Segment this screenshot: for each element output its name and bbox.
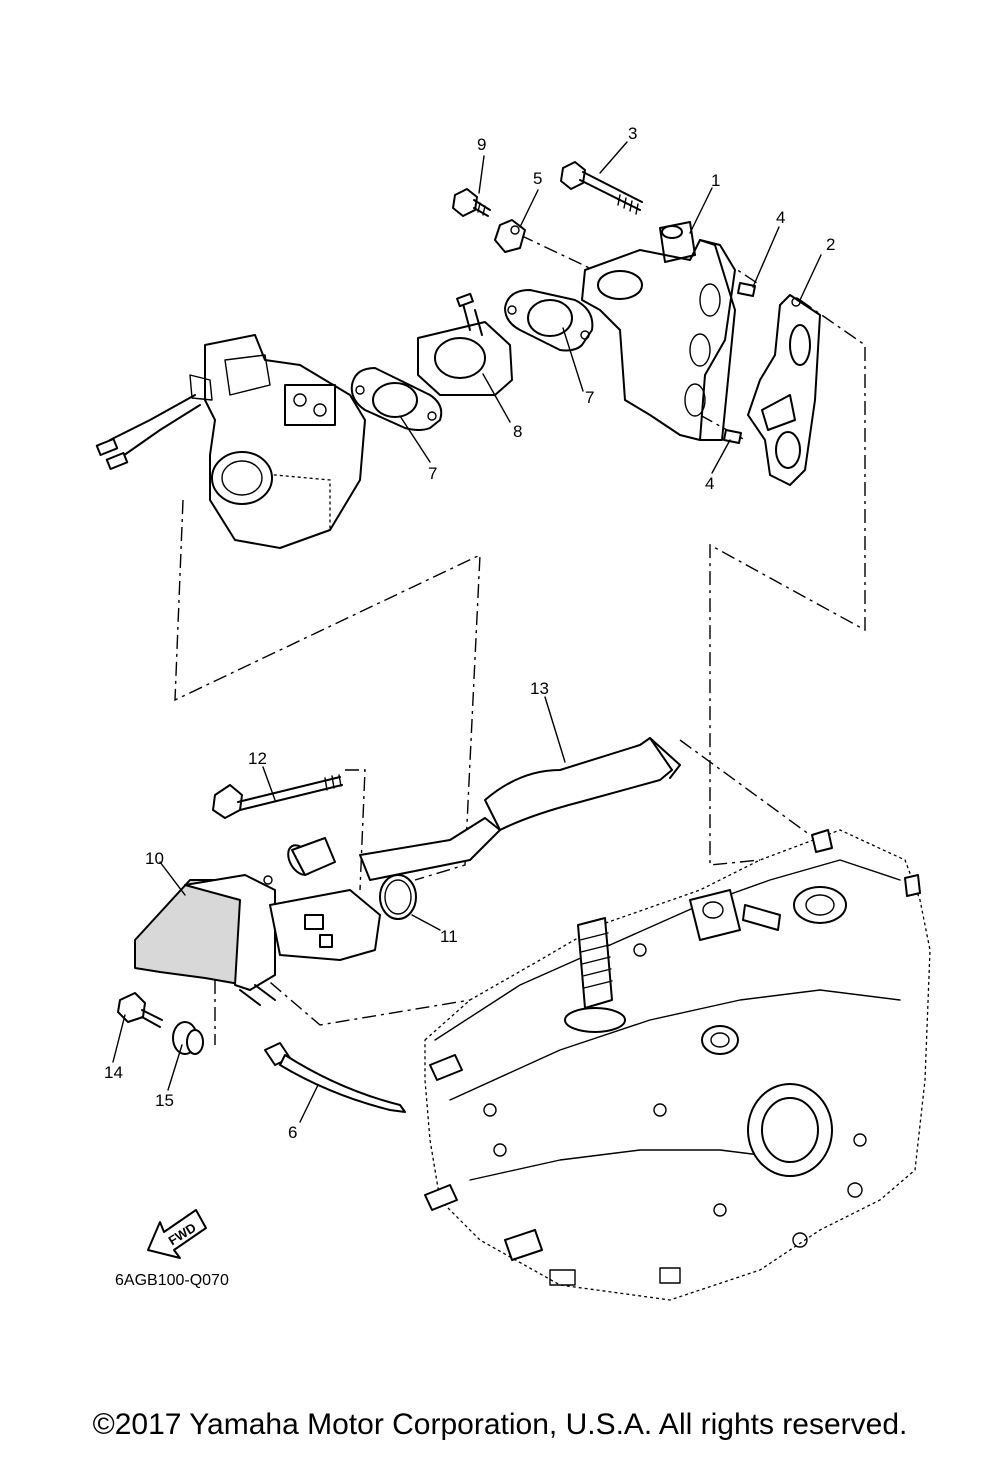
callout-8: 8 <box>513 422 522 441</box>
drawing-code: 6AGB100-Q070 <box>115 1272 229 1289</box>
part-callouts: 9 5 3 1 4 2 7 8 7 4 13 12 10 11 14 15 6 <box>104 124 835 1142</box>
short-bolt <box>452 188 491 217</box>
gasket-right <box>504 289 594 352</box>
intake-manifold <box>581 221 736 441</box>
callout-1: 1 <box>711 171 720 190</box>
callout-13: 14 <box>104 1063 123 1082</box>
long-bolt <box>560 161 643 215</box>
intake-silencer <box>134 874 381 1006</box>
callout-7-left: 7 <box>428 464 437 483</box>
carburetor <box>95 334 366 549</box>
callout-12: 13 <box>530 679 549 698</box>
callout-10: 11 <box>440 927 458 946</box>
manifold-gasket <box>747 294 821 486</box>
callout-15: 6 <box>288 1123 297 1142</box>
housing-bolt <box>212 774 343 819</box>
callout-6: 9 <box>477 135 486 154</box>
leader-lines <box>112 141 822 1123</box>
callout-4-upper: 4 <box>776 208 785 227</box>
hose-clamp <box>494 219 526 253</box>
callout-7-right: 7 <box>585 388 594 407</box>
callout-3: 3 <box>628 124 637 143</box>
callout-5: 5 <box>533 169 542 188</box>
intake-spacer <box>417 292 513 396</box>
fuel-hose <box>287 737 681 881</box>
screw-and-grommet <box>117 992 204 1055</box>
callout-11: 12 <box>248 749 267 768</box>
callout-9: 10 <box>145 849 164 868</box>
forward-arrow-icon: FWD <box>147 1209 207 1259</box>
dowel-pins <box>723 282 756 444</box>
callout-2: 2 <box>826 235 835 254</box>
callout-4-lower: 4 <box>705 474 714 493</box>
cable-tie <box>264 1042 406 1113</box>
callout-14: 15 <box>155 1091 174 1110</box>
engine-block <box>424 829 931 1301</box>
copyright-notice: ©2017 Yamaha Motor Corporation, U.S.A. A… <box>92 1408 908 1441</box>
o-ring <box>379 874 417 920</box>
gasket-left <box>350 367 443 431</box>
